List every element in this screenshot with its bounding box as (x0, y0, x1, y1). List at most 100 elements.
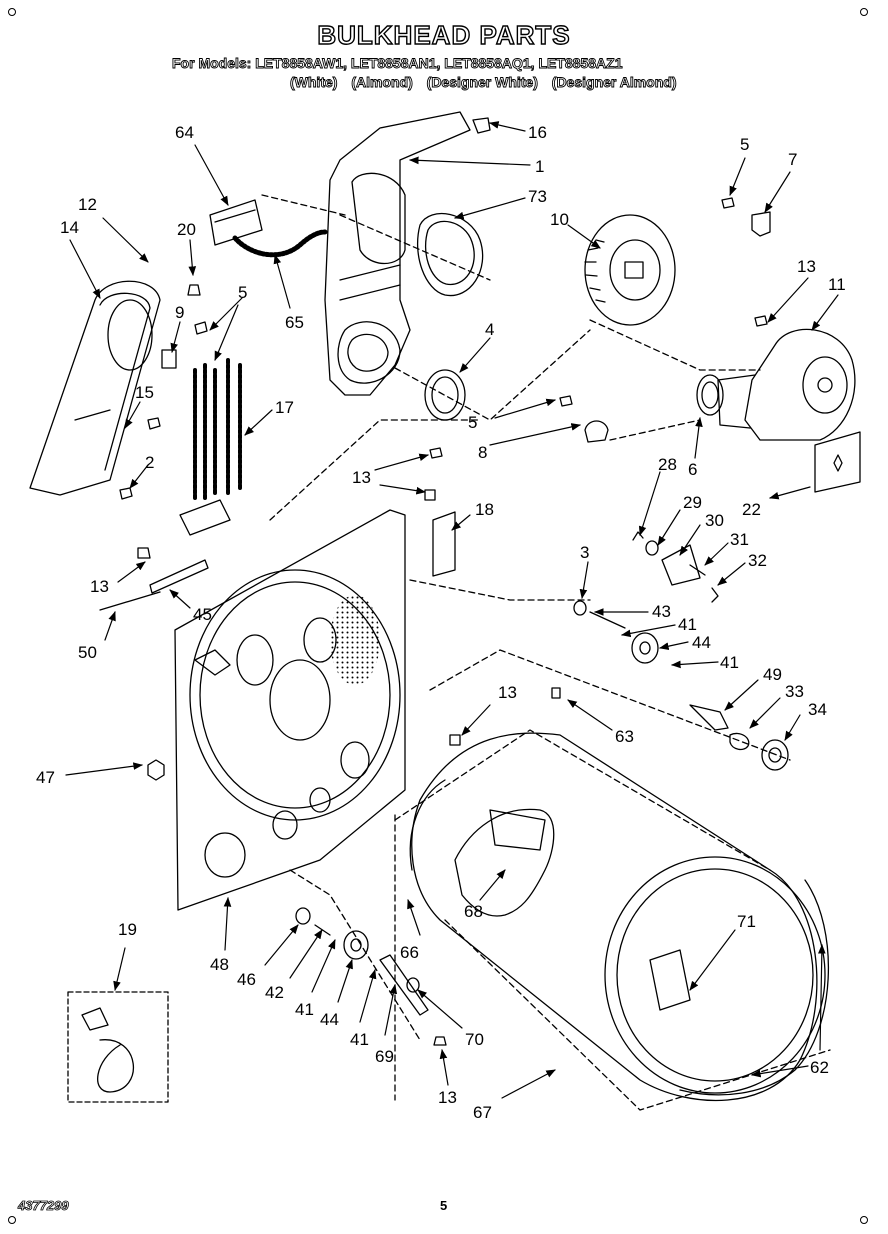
part-washer-29 (645, 540, 659, 556)
part-drum-belt-62 (679, 879, 830, 1096)
part-gasket-4 (424, 369, 466, 421)
callout-13-duct: 13 (352, 468, 371, 487)
callout-11: 11 (828, 275, 846, 294)
color-variants: (White) (Almond) (Designer White) (Desig… (290, 74, 687, 91)
part-spring-31 (689, 564, 706, 576)
callout-6: 6 (688, 460, 697, 479)
part-blower-wheel (584, 214, 676, 326)
color-designer-white: (Designer White) (426, 74, 538, 91)
callout-20: 20 (177, 220, 196, 239)
color-almond: (Almond) (351, 74, 413, 91)
part-roller-44 (631, 632, 659, 664)
callout-13-panel: 13 (498, 683, 517, 702)
callout-48: 48 (210, 955, 229, 974)
callout-8: 8 (478, 443, 487, 462)
part-seal-73 (416, 212, 484, 297)
part-washer-70 (406, 977, 420, 993)
part-drum (411, 732, 826, 1102)
callout-4: 4 (485, 320, 494, 339)
corner-mark-bottom-right (860, 1216, 868, 1224)
callout-7: 7 (788, 150, 797, 169)
part-plate-9 (161, 349, 177, 369)
part-roller-44b (343, 930, 369, 960)
callout-labels: 64 16 1 5 7 12 20 73 10 14 5 13 11 9 65 … (36, 123, 846, 1122)
part-screw-13-lower (433, 1036, 447, 1046)
part-harness-64 (209, 199, 263, 246)
part-spring-43 (589, 611, 626, 629)
part-spring-33 (729, 732, 750, 751)
part-drum-seal-66 (409, 779, 446, 871)
document-number: 4377299 (18, 1198, 69, 1214)
part-clip-32 (711, 587, 719, 603)
page-title: BULKHEAD PARTS (317, 19, 571, 50)
color-white: (White) (290, 74, 338, 91)
part-switch-49 (689, 704, 729, 731)
callout-3: 3 (580, 543, 589, 562)
callout-5-thermostat: 5 (468, 413, 477, 432)
callout-65: 65 (285, 313, 304, 332)
callout-30: 30 (705, 511, 724, 530)
callout-29: 29 (683, 493, 702, 512)
callout-62: 62 (810, 1058, 829, 1077)
part-nut-47 (147, 759, 165, 781)
callout-44-lower: 44 (320, 1010, 339, 1029)
part-washer-46 (295, 907, 311, 925)
callout-68: 68 (464, 902, 483, 921)
callout-43: 43 (652, 602, 671, 621)
part-cover-18 (432, 511, 456, 577)
callout-67: 67 (473, 1103, 492, 1122)
callout-18: 18 (475, 500, 494, 519)
callout-70: 70 (465, 1030, 484, 1049)
callout-1: 1 (535, 157, 544, 176)
callout-73: 73 (528, 187, 547, 206)
callout-44-upper: 44 (692, 633, 711, 652)
callout-19: 19 (118, 920, 137, 939)
part-front-bulkhead (174, 509, 406, 911)
callout-13-lower: 13 (438, 1088, 457, 1107)
callout-41-upper-2: 41 (720, 653, 739, 672)
callout-66: 66 (400, 943, 419, 962)
page-number: 5 (440, 1198, 448, 1213)
corner-mark-bottom-left (8, 1216, 16, 1224)
corner-mark-top-left (8, 8, 16, 16)
callout-41-upper: 41 (678, 615, 697, 634)
callout-50: 50 (78, 643, 97, 662)
callout-14: 14 (60, 218, 79, 237)
callout-31: 31 (730, 530, 749, 549)
callout-45: 45 (193, 605, 212, 624)
callout-2: 2 (145, 453, 154, 472)
part-label-22 (814, 431, 861, 493)
color-designer-almond: (Designer Almond) (551, 74, 677, 91)
part-baffle-71 (649, 949, 691, 1011)
callout-33: 33 (785, 682, 804, 701)
part-clip-16 (472, 117, 491, 134)
part-wire-50 (99, 591, 161, 611)
callout-5-heater: 5 (238, 283, 247, 302)
part-knob-34 (761, 739, 789, 771)
callout-71: 71 (737, 912, 756, 931)
callout-69: 69 (375, 1047, 394, 1066)
part-rear-duct-bracket (324, 111, 471, 396)
part-blower-housing (717, 328, 856, 441)
callout-9: 9 (175, 303, 184, 322)
models-line: For Models: LET8858AW1, LET8858AN1, LET8… (172, 55, 623, 72)
callout-13-blower: 13 (797, 257, 816, 276)
callout-34: 34 (808, 700, 827, 719)
part-kit-19 (67, 991, 169, 1103)
callout-10: 10 (550, 210, 569, 229)
callout-22: 22 (742, 500, 761, 519)
part-hose-65 (232, 229, 328, 258)
callout-46: 46 (237, 970, 256, 989)
part-thermostat-8 (584, 420, 609, 443)
callout-5: 5 (740, 135, 749, 154)
callout-16: 16 (528, 123, 547, 142)
callout-32: 32 (748, 551, 767, 570)
callout-17: 17 (275, 398, 294, 417)
callout-28: 28 (658, 455, 677, 474)
callout-41-lower-2: 41 (350, 1030, 369, 1049)
part-washer-3 (573, 600, 587, 616)
part-clip-28 (632, 531, 644, 541)
callout-12: 12 (78, 195, 97, 214)
part-bracket-30 (661, 544, 701, 586)
callout-13-wire: 13 (90, 577, 109, 596)
